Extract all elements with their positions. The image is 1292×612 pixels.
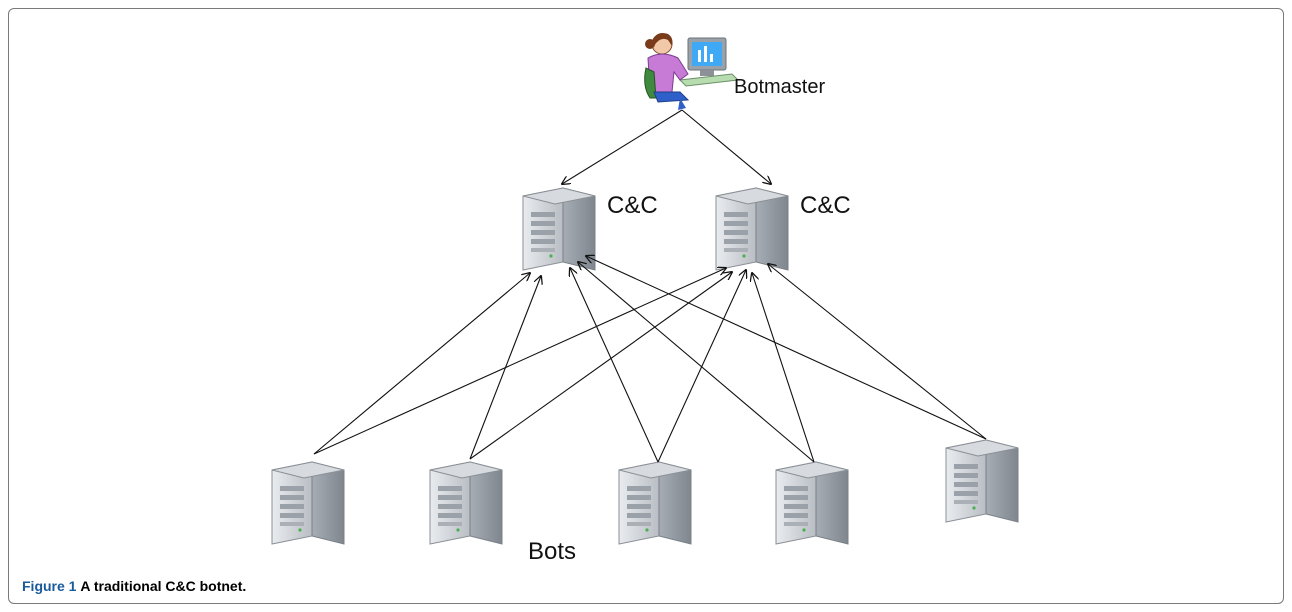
bot-server-3 (618, 461, 692, 545)
bot-server-4 (775, 461, 849, 545)
arrow-bot1-to-cc-right (313, 268, 726, 455)
cc-server-right (715, 187, 789, 271)
cc-right-label: C&C (800, 192, 851, 219)
cc-server-left (522, 187, 596, 271)
arrow-bot3-to-cc-left (570, 268, 659, 463)
bot-server-2 (429, 461, 503, 545)
arrow-bot4-to-cc-left (578, 262, 815, 463)
botmaster-icon (644, 33, 740, 110)
bots-label: Bots (528, 538, 577, 565)
figure-caption: Figure 1 A traditional C&C botnet. (22, 578, 246, 594)
arrow-bot4-to-cc-right (752, 273, 815, 463)
arrow-bot5-to-cc-right (768, 264, 987, 440)
botmaster-label: Botmaster (734, 76, 826, 98)
arrow-botmaster-to-cc-right (681, 109, 771, 184)
bot-server-5 (945, 439, 1019, 523)
caption-text: A traditional C&C botnet. (80, 578, 247, 594)
arrow-bot2-to-cc-left (469, 276, 541, 460)
arrow-bot3-to-cc-right (657, 270, 746, 463)
arrow-bot1-to-cc-left (313, 273, 530, 455)
bot-server-1 (271, 461, 345, 545)
arrow-bot5-to-cc-left (586, 256, 987, 440)
figure-number: Figure 1 (22, 578, 77, 594)
cc-left-label: C&C (607, 192, 658, 219)
arrow-botmaster-to-cc-left (562, 109, 683, 184)
